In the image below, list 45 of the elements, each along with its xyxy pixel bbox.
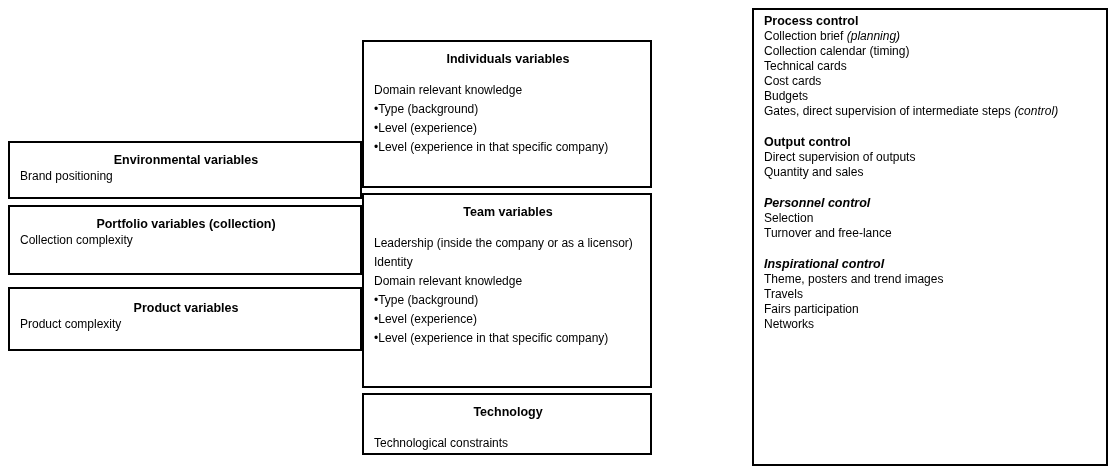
text-line: •Level (experience in that specific company) (374, 330, 609, 347)
text-line: Collection calendar (timing) (764, 44, 910, 59)
text-line: Selection (764, 211, 814, 226)
text-line: Budgets (764, 89, 809, 104)
text-line: Cost cards (764, 74, 822, 89)
text-line: Domain relevant knowledge (374, 273, 523, 290)
text-line: •Level (experience) (374, 311, 477, 328)
text-line: Gates, direct supervision of intermediate steps (control) (764, 104, 1059, 119)
text-line: Collection complexity (20, 232, 133, 248)
text-line: Travels (764, 287, 803, 302)
text-line: Leadership (inside the company or as a licensor) (374, 235, 633, 252)
control-box (752, 8, 1108, 466)
text-line: Theme, posters and trend images (764, 272, 944, 287)
text-line: Technological constraints (374, 435, 509, 452)
variable-box (8, 141, 362, 199)
box-heading: Process control (764, 14, 859, 29)
text-line: Technical cards (764, 59, 847, 74)
variable-box (362, 40, 652, 188)
box-heading: Technology (473, 405, 543, 420)
text-line: •Level (experience in that specific company) (374, 139, 609, 156)
variable-box (8, 287, 362, 351)
text-line: Networks (764, 317, 814, 332)
text-line: Fairs participation (764, 302, 859, 317)
text-line: •Type (background) (374, 292, 479, 309)
box-heading: Inspirational control (764, 257, 885, 272)
box-heading: Environmental variables (113, 153, 259, 168)
box-heading: Individuals variables (446, 52, 570, 67)
text-line: Quantity and sales (764, 165, 864, 180)
box-heading: Personnel control (764, 196, 871, 211)
box-heading: Team variables (463, 205, 553, 220)
box-heading: Output control (764, 135, 851, 150)
variable-box (362, 193, 652, 388)
box-heading: Portfolio variables (collection) (96, 217, 276, 232)
text-line: •Level (experience) (374, 120, 477, 137)
variable-box (8, 205, 362, 275)
variable-box (362, 393, 652, 455)
text-line: Direct supervision of outputs (764, 150, 916, 165)
box-heading: Product variables (133, 301, 239, 316)
text-line: Brand positioning (20, 168, 113, 184)
text-line: Identity (374, 254, 413, 271)
text-line: Turnover and free-lance (764, 226, 892, 241)
text-line: Domain relevant knowledge (374, 82, 523, 99)
text-line: Collection brief (planning) (764, 29, 901, 44)
text-line: Product complexity (20, 316, 122, 332)
text-line: •Type (background) (374, 101, 479, 118)
